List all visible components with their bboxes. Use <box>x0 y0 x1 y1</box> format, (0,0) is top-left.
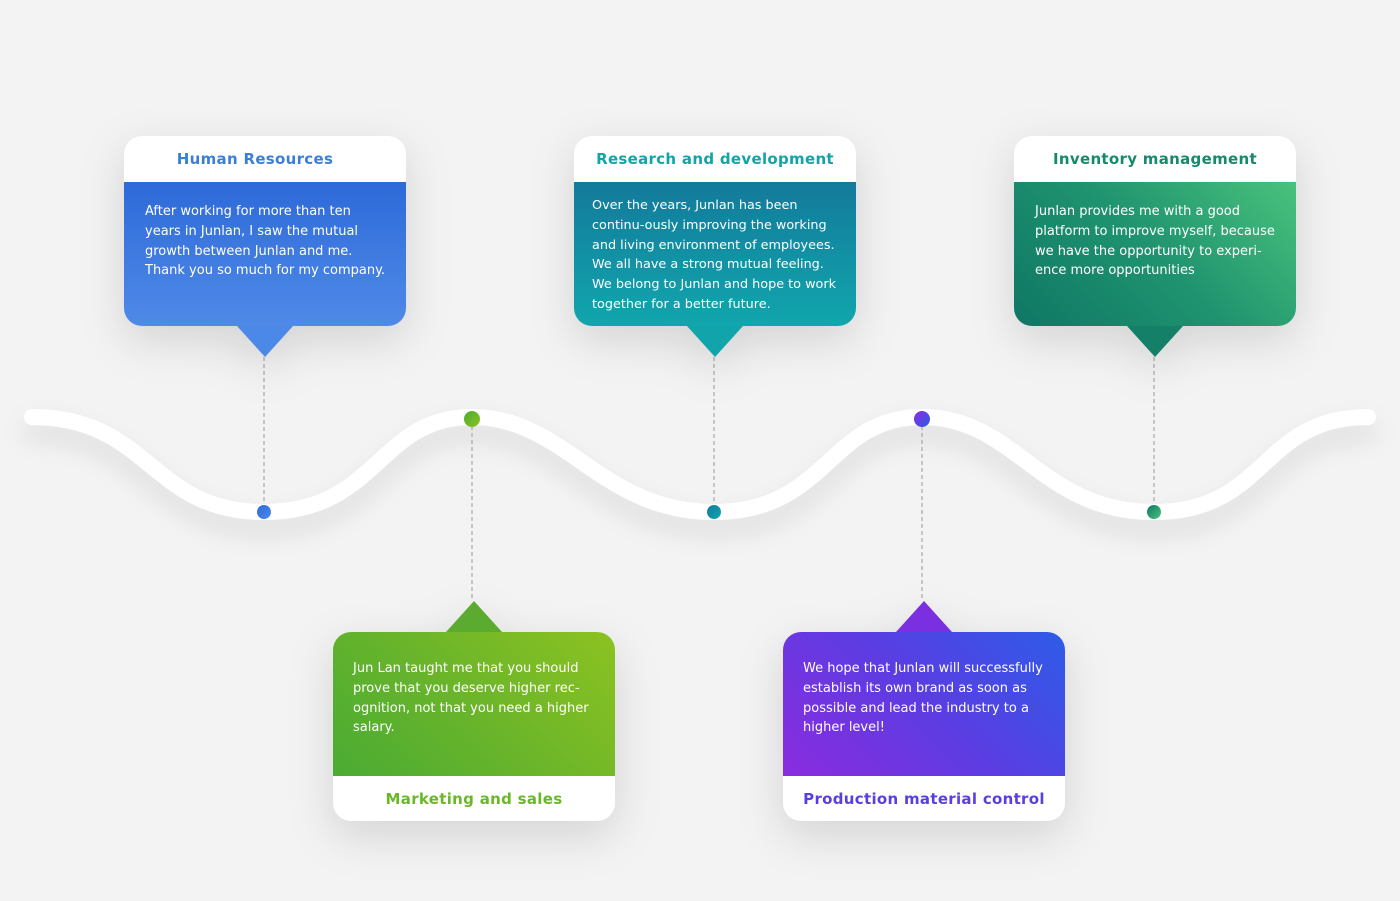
card-text: We hope that Junlan will successfully es… <box>803 661 1043 736</box>
card-inventory-management: Inventory management Junlan provides me … <box>1014 136 1296 357</box>
card-body: After working for more than ten years in… <box>124 182 406 326</box>
card-text: After working for more than ten years in… <box>145 204 386 279</box>
card-text: Jun Lan taught me that you should prove … <box>353 661 589 736</box>
card-title: Marketing and sales <box>333 776 615 821</box>
card-text: Junlan provides me with a good platform … <box>1035 204 1275 279</box>
card-title: Human Resources <box>124 136 406 182</box>
card-pointer <box>687 326 743 357</box>
marker-production <box>914 411 930 427</box>
card-production-material-control: We hope that Junlan will successfully es… <box>783 601 1065 821</box>
marker-inventory <box>1147 505 1161 519</box>
marker-rd <box>707 505 721 519</box>
card-body: Jun Lan taught me that you should prove … <box>333 632 615 776</box>
card-human-resources: Human Resources After working for more t… <box>124 136 406 357</box>
card-body: We hope that Junlan will successfully es… <box>783 632 1065 776</box>
card-pointer <box>446 601 502 632</box>
card-body: Junlan provides me with a good platform … <box>1014 182 1296 326</box>
card-pointer <box>237 326 293 357</box>
card-text: Over the years, Junlan has been continu-… <box>592 198 837 312</box>
card-marketing-sales: Jun Lan taught me that you should prove … <box>333 601 615 821</box>
card-research-development: Research and development Over the years,… <box>574 136 856 357</box>
card-pointer <box>896 601 952 632</box>
card-title: Production material control <box>783 776 1065 821</box>
card-title: Inventory management <box>1014 136 1296 182</box>
marker-hr <box>257 505 271 519</box>
card-body: Over the years, Junlan has been continu-… <box>574 182 856 326</box>
wave-path <box>24 408 1376 521</box>
marker-marketing <box>464 411 480 427</box>
card-pointer <box>1127 326 1183 357</box>
card-title: Research and development <box>574 136 856 182</box>
